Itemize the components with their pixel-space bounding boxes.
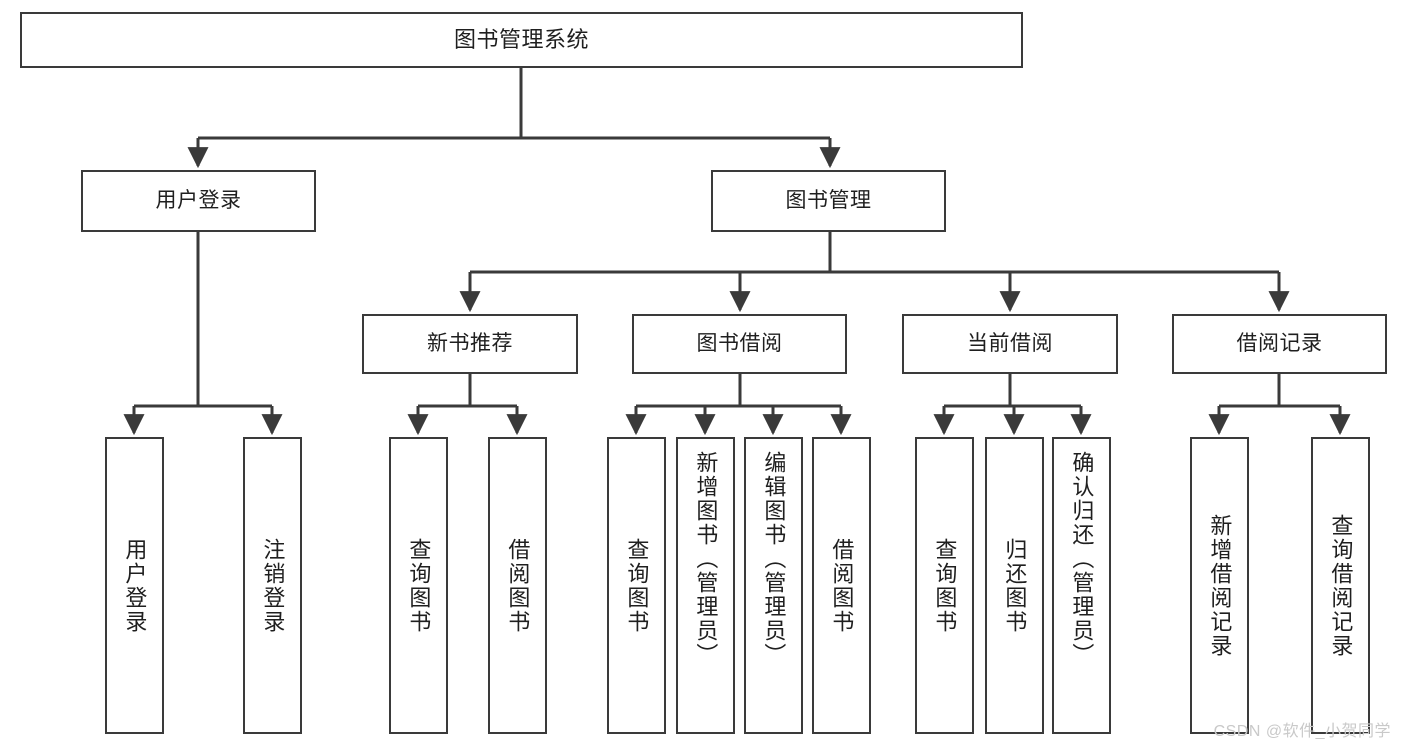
node-book-management[interactable]: 图书管理 [711,170,946,232]
node-current-borrow[interactable]: 当前借阅 [902,314,1118,374]
node-current-borrow-label: 当前借阅 [967,331,1053,355]
leaf-return-book[interactable]: 归还图书 [985,437,1044,734]
node-borrow-record-label: 借阅记录 [1236,331,1323,355]
node-user-login-label: 用户登录 [155,188,242,212]
node-root-label: 图书管理系统 [453,27,589,53]
node-book-borrow-label: 图书借阅 [696,331,783,355]
leaf-add-borrow-record[interactable]: 新增借阅记录 [1190,437,1249,734]
leaf-query-borrow-record-label: 查询借阅记录 [1328,513,1354,658]
leaf-user-login-label: 用户登录 [122,537,148,634]
leaf-query-books-current-label: 查询图书 [932,537,958,634]
node-borrow-record[interactable]: 借阅记录 [1172,314,1387,374]
node-book-management-label: 图书管理 [785,188,872,212]
leaf-add-book-admin-label: 新增图书（管理员） [693,451,719,667]
leaf-return-book-label: 归还图书 [1002,537,1028,634]
node-new-book-recommend[interactable]: 新书推荐 [362,314,578,374]
leaf-confirm-return-admin[interactable]: 确认归还（管理员） [1052,437,1111,734]
leaf-borrow-books-borrow[interactable]: 借阅图书 [812,437,871,734]
leaf-query-books-borrow[interactable]: 查询图书 [607,437,666,734]
node-user-login[interactable]: 用户登录 [81,170,316,232]
node-root[interactable]: 图书管理系统 [20,12,1023,68]
node-new-book-recommend-label: 新书推荐 [427,331,513,355]
leaf-borrow-books-recommend[interactable]: 借阅图书 [488,437,547,734]
leaf-logout-label: 注销登录 [260,537,286,634]
leaf-query-books-borrow-label: 查询图书 [624,537,650,634]
csdn-watermark: CSDN @软件_小贺同学 [1213,723,1391,740]
leaf-query-books-recommend-label: 查询图书 [406,537,432,634]
leaf-edit-book-admin[interactable]: 编辑图书（管理员） [744,437,803,734]
leaf-borrow-books-recommend-label: 借阅图书 [505,537,531,634]
leaf-add-borrow-record-label: 新增借阅记录 [1207,513,1233,658]
leaf-borrow-books-borrow-label: 借阅图书 [829,537,855,634]
leaf-query-borrow-record[interactable]: 查询借阅记录 [1311,437,1370,734]
leaf-logout[interactable]: 注销登录 [243,437,302,734]
leaf-query-books-current[interactable]: 查询图书 [915,437,974,734]
leaf-confirm-return-admin-label: 确认归还（管理员） [1069,451,1095,667]
leaf-edit-book-admin-label: 编辑图书（管理员） [761,451,787,667]
leaf-add-book-admin[interactable]: 新增图书（管理员） [676,437,735,734]
leaf-query-books-recommend[interactable]: 查询图书 [389,437,448,734]
leaf-user-login[interactable]: 用户登录 [105,437,164,734]
node-book-borrow[interactable]: 图书借阅 [632,314,847,374]
